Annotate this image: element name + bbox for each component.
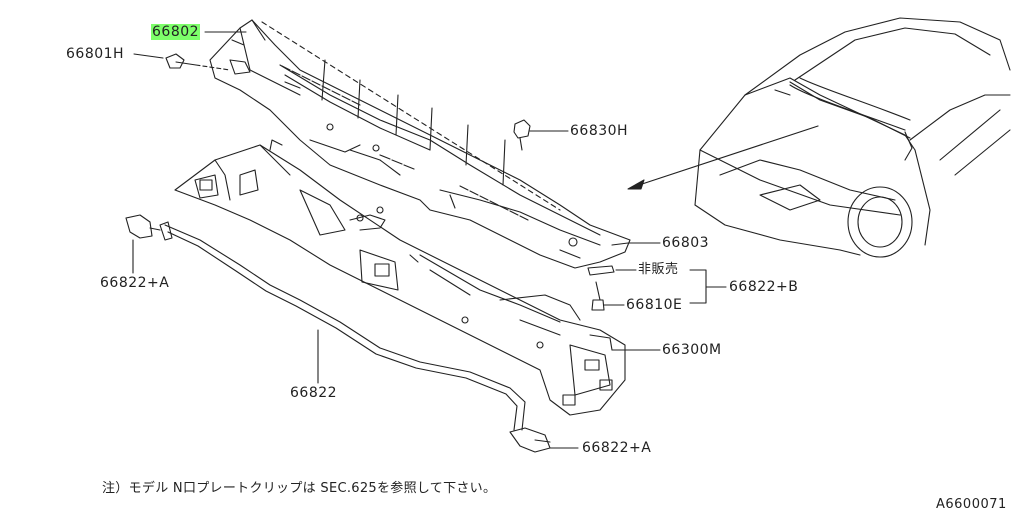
label-66801H[interactable]: 66801H — [66, 46, 125, 62]
label-66300M[interactable]: 66300M — [662, 342, 722, 358]
label-66830H[interactable]: 66830H — [570, 123, 629, 139]
connector-66822A-left — [125, 214, 161, 239]
connector-66822A-bottom — [509, 427, 551, 453]
location-arrow — [627, 125, 819, 190]
label-66822B[interactable]: 66822+B — [729, 279, 799, 295]
label-66810E[interactable]: 66810E — [626, 297, 683, 313]
clip-66830H — [513, 119, 531, 151]
label-66803[interactable]: 66803 — [662, 235, 710, 251]
footnote: 注）モデル N口プレートクリップは SEC.625を参照して下さい。 — [102, 481, 497, 496]
label-66822A-left[interactable]: 66822+A — [100, 275, 170, 291]
leader-lines — [132, 31, 727, 449]
car-illustration — [694, 17, 1011, 258]
label-66802[interactable]: 66802 — [151, 24, 201, 40]
clip-66810E — [591, 281, 605, 311]
label-66802-text[interactable]: 66802 — [151, 24, 201, 40]
diagram-id: A6600071 — [936, 497, 1007, 512]
windshield-line — [261, 21, 561, 211]
windshield-dashes — [321, 59, 506, 186]
clip-66801H — [165, 53, 231, 71]
label-not-sold: 非販売 — [638, 262, 679, 277]
tube-66822 — [159, 221, 526, 431]
cowl-top-panel-66300M — [174, 139, 626, 416]
label-66822A-bottom[interactable]: 66822+A — [582, 440, 652, 456]
cowl-top-cover-66802 — [209, 19, 631, 269]
bracket-not-sold — [587, 265, 615, 276]
label-66822[interactable]: 66822 — [290, 385, 338, 401]
